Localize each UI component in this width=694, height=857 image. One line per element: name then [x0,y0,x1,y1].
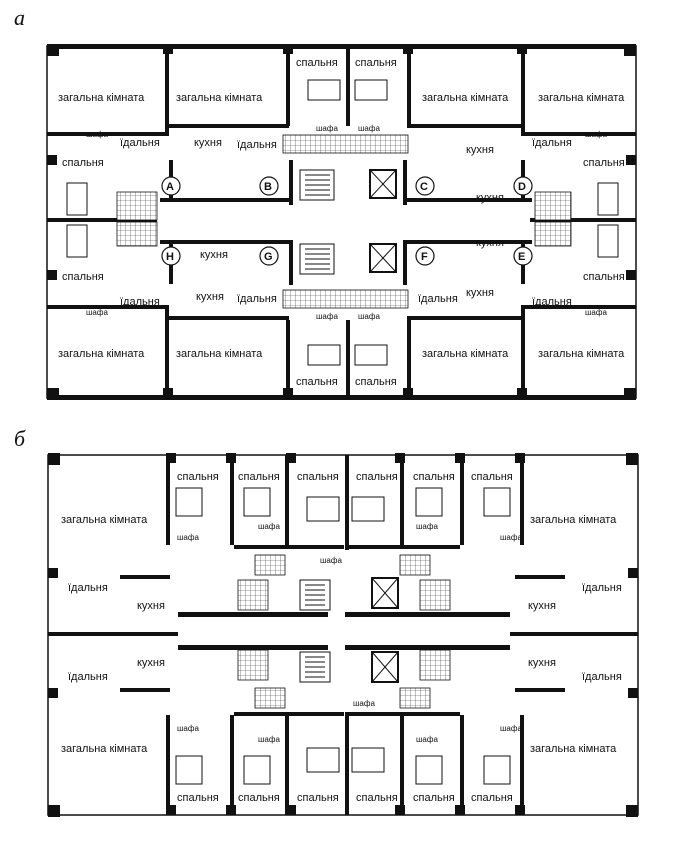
dining-label: їдальня [531,137,572,149]
kitchen-label: кухня [528,600,556,612]
bedroom-label: спальня [356,792,398,804]
bedroom-label: спальня [296,57,338,69]
living-room-label: загальна кімната [538,92,625,104]
closet-label: шафа [353,699,375,708]
bedroom-label: спальня [413,471,455,483]
dining-label: їдальня [236,293,277,305]
living-room-label: загальна кімната [61,514,148,526]
bedroom-label: спальня [471,471,513,483]
closet-label: шафа [585,308,607,317]
bedroom-label: спальня [583,157,625,169]
plan-b-bathrooms [237,554,451,709]
living-room-label: загальна кімната [422,92,509,104]
plan-a-room-labels: загальна кімната загальна кімната загаль… [58,57,625,388]
bedroom-label: спальня [583,271,625,283]
plan-b-elevators [371,577,399,683]
living-room-label: загальна кімната [530,743,617,755]
closet-label: шафа [500,533,522,542]
kitchen-label: кухня [476,192,504,204]
closet-label: шафа [316,124,338,133]
plan-a-unit-markers: A B C D E F G H [161,176,533,266]
kitchen-label: кухня [196,291,224,303]
unit-marker-e: E [518,251,525,263]
kitchen-label: кухня [137,600,165,612]
bedroom-label: спальня [297,792,339,804]
bedroom-label: спальня [177,471,219,483]
closet-label: шафа [585,130,607,139]
living-room-label: загальна кімната [61,743,148,755]
living-room-label: загальна кімната [176,348,263,360]
unit-marker-d: D [518,181,526,193]
bedroom-label: спальня [62,271,104,283]
living-room-label: загальна кімната [58,348,145,360]
unit-marker-h: H [166,251,174,263]
plan-b-bed-icons [175,487,511,785]
kitchen-label: кухня [137,657,165,669]
plan-b-room-labels: загальна кімната загальна кімната загаль… [61,471,622,804]
kitchen-label: кухня [200,249,228,261]
closet-label: шафа [358,312,380,321]
kitchen-label: кухня [194,137,222,149]
dining-label: їдальня [119,137,160,149]
unit-marker-a: A [166,181,174,193]
closet-label: шафа [320,556,342,565]
bedroom-label: спальня [177,792,219,804]
plan-a-elevators [369,169,397,273]
closet-label: шафа [177,533,199,542]
bedroom-label: спальня [62,157,104,169]
unit-marker-f: F [421,251,428,263]
bedroom-label: спальня [471,792,513,804]
bedroom-label: спальня [238,471,280,483]
closet-label: шафа [258,522,280,531]
dining-label: їдальня [581,671,622,683]
plan-b-tag: б [14,426,26,451]
unit-marker-g: G [264,251,273,263]
bedroom-label: спальня [297,471,339,483]
dining-label: їдальня [531,296,572,308]
living-room-label: загальна кімната [58,92,145,104]
plan-a-bottom-wall [47,395,636,400]
dining-label: їдальня [119,296,160,308]
unit-marker-b: B [264,181,272,193]
plan-b-walls [48,455,638,815]
living-room-label: загальна кімната [422,348,509,360]
closet-label: шафа [500,724,522,733]
bedroom-label: спальня [355,57,397,69]
bedroom-label: спальня [296,376,338,388]
closet-label: шафа [416,735,438,744]
kitchen-label: кухня [466,144,494,156]
plan-a-top-wall [47,44,636,49]
closet-label: шафа [177,724,199,733]
plan-a-bed-icons [66,79,619,366]
dining-label: їдальня [417,293,458,305]
plan-a-bathrooms [116,134,572,309]
living-room-label: загальна кімната [530,514,617,526]
bedroom-label: спальня [413,792,455,804]
bedroom-label: спальня [356,471,398,483]
closet-label: шафа [416,522,438,531]
dining-label: їдальня [236,139,277,151]
kitchen-label: кухня [476,237,504,249]
plan-a: а [14,5,637,400]
living-room-label: загальна кімната [538,348,625,360]
closet-label: шафа [258,735,280,744]
plan-a-tag: а [14,5,25,30]
closet-label: шафа [316,312,338,321]
plan-b-stairs [299,579,331,683]
dining-label: їдальня [67,582,108,594]
bedroom-label: спальня [355,376,397,388]
living-room-label: загальна кімната [176,92,263,104]
kitchen-label: кухня [466,287,494,299]
dining-label: їдальня [67,671,108,683]
unit-marker-c: C [420,181,428,193]
kitchen-label: кухня [528,657,556,669]
closet-label: шафа [358,124,380,133]
bedroom-label: спальня [238,792,280,804]
dining-label: їдальня [581,582,622,594]
closet-label: шафа [86,130,108,139]
plan-a-stairs [299,169,335,275]
closet-label: шафа [86,308,108,317]
plan-b: б [14,426,639,817]
